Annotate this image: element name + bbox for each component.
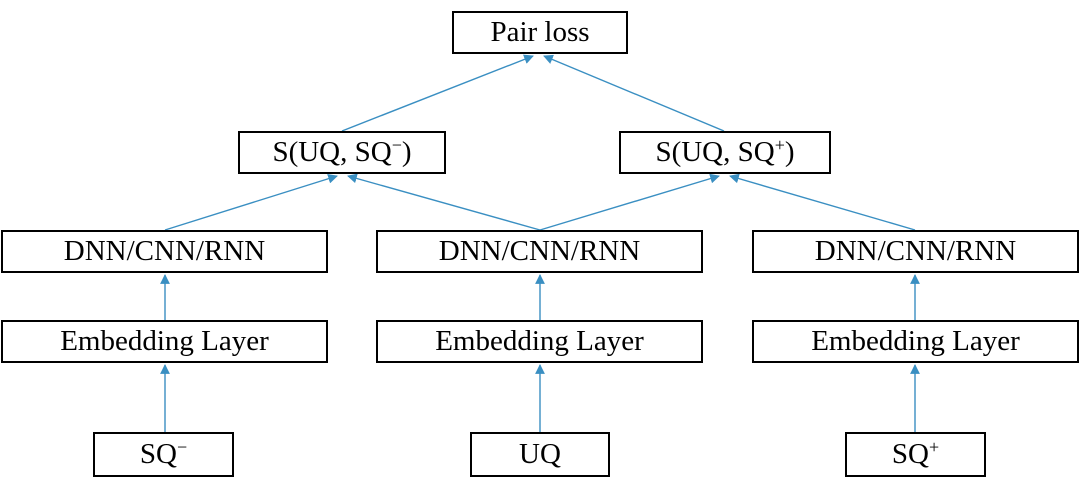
- embedding-node-left: Embedding Layer: [1, 320, 328, 363]
- edge-dnn2-to-sneg: [347, 173, 541, 231]
- similarity-positive-node: S(UQ, SQ+): [619, 131, 831, 174]
- input-uq-label: UQ: [519, 438, 561, 470]
- edge-dnn3-to-spos: [729, 173, 916, 231]
- input-uq-node: UQ: [470, 432, 610, 477]
- pair-loss-node: Pair loss: [452, 11, 628, 54]
- pair-loss-label: Pair loss: [490, 16, 590, 48]
- similarity-positive-base: S(UQ, SQ: [655, 136, 775, 168]
- similarity-negative-close: ): [401, 136, 412, 168]
- edge-spos-to-pair: [543, 54, 725, 132]
- encoder-label-right: DNN/CNN/RNN: [814, 235, 1017, 267]
- encoder-node-middle: DNN/CNN/RNN: [376, 230, 703, 273]
- similarity-positive-close: ): [784, 136, 795, 168]
- embedding-node-right: Embedding Layer: [752, 320, 1079, 363]
- embedding-node-middle: Embedding Layer: [376, 320, 703, 363]
- input-sq-positive-node: SQ+: [845, 432, 986, 477]
- encoder-label-middle: DNN/CNN/RNN: [438, 235, 641, 267]
- input-sq-positive-sup: +: [928, 437, 940, 457]
- edge-sneg-to-pair: [341, 54, 534, 132]
- similarity-positive-sup: +: [774, 135, 785, 155]
- input-sq-negative-node: SQ−: [93, 432, 234, 477]
- encoder-label-left: DNN/CNN/RNN: [63, 235, 266, 267]
- input-sq-negative-base: SQ: [139, 438, 177, 470]
- input-sq-positive-base: SQ: [891, 438, 929, 470]
- similarity-negative-label: S(UQ, SQ−): [272, 135, 412, 168]
- encoder-node-right: DNN/CNN/RNN: [752, 230, 1079, 273]
- embedding-label-middle: Embedding Layer: [435, 325, 644, 357]
- similarity-negative-base: S(UQ, SQ: [272, 136, 392, 168]
- similarity-positive-label: S(UQ, SQ+): [655, 135, 795, 168]
- edge-dnn2-to-spos: [539, 173, 720, 231]
- input-sq-negative-label: SQ−: [139, 437, 188, 470]
- similarity-negative-node: S(UQ, SQ−): [238, 131, 446, 174]
- embedding-label-left: Embedding Layer: [60, 325, 269, 357]
- similarity-negative-sup: −: [391, 135, 402, 155]
- embedding-label-right: Embedding Layer: [811, 325, 1020, 357]
- encoder-node-left: DNN/CNN/RNN: [1, 230, 328, 273]
- input-sq-negative-sup: −: [176, 437, 188, 457]
- input-sq-positive-label: SQ+: [891, 437, 940, 470]
- edge-dnn1-to-sneg: [164, 173, 338, 231]
